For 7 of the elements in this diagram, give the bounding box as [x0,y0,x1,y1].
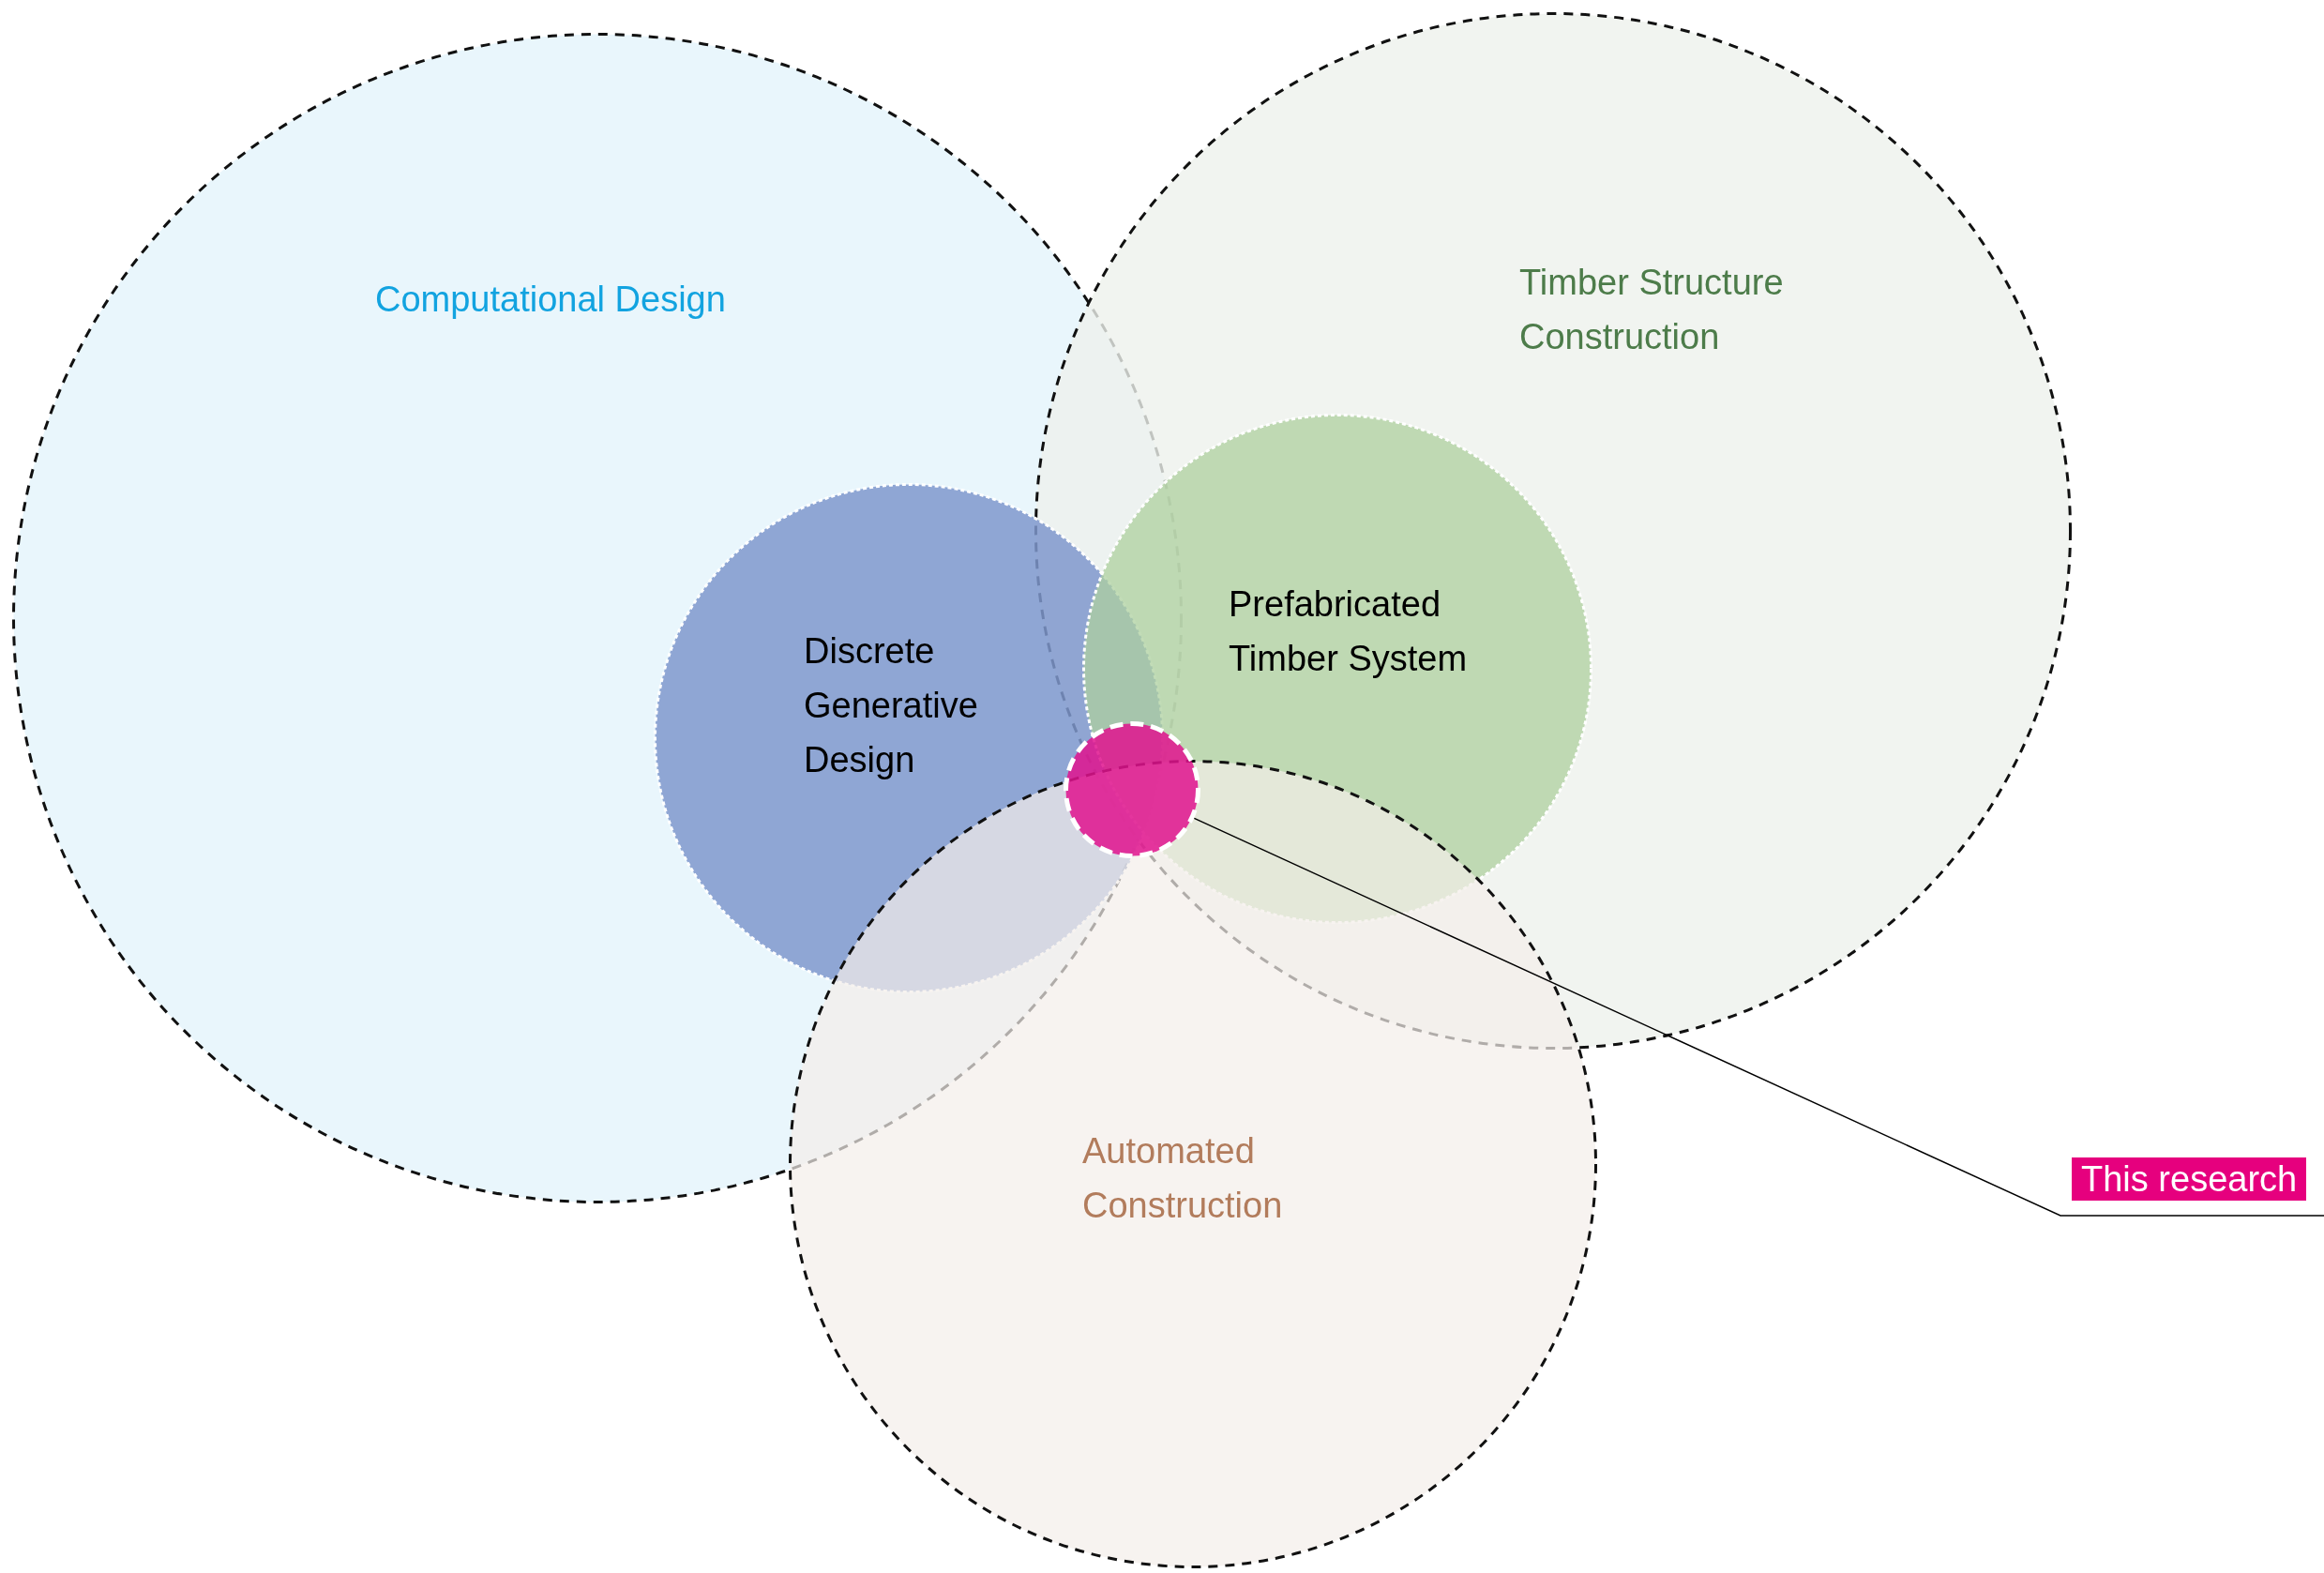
circle-label: Automated Construction [1082,1130,1284,1227]
callout-label: This research [2072,1157,2307,1201]
circle-label: Prefabricated Timber System [1229,583,1469,680]
leader-line [1193,817,2324,1217]
circle-label: Computational Design [375,279,727,321]
circle-label: Discrete Generative Design [804,630,979,781]
circle-label: Timber Structure Construction [1519,262,1785,358]
